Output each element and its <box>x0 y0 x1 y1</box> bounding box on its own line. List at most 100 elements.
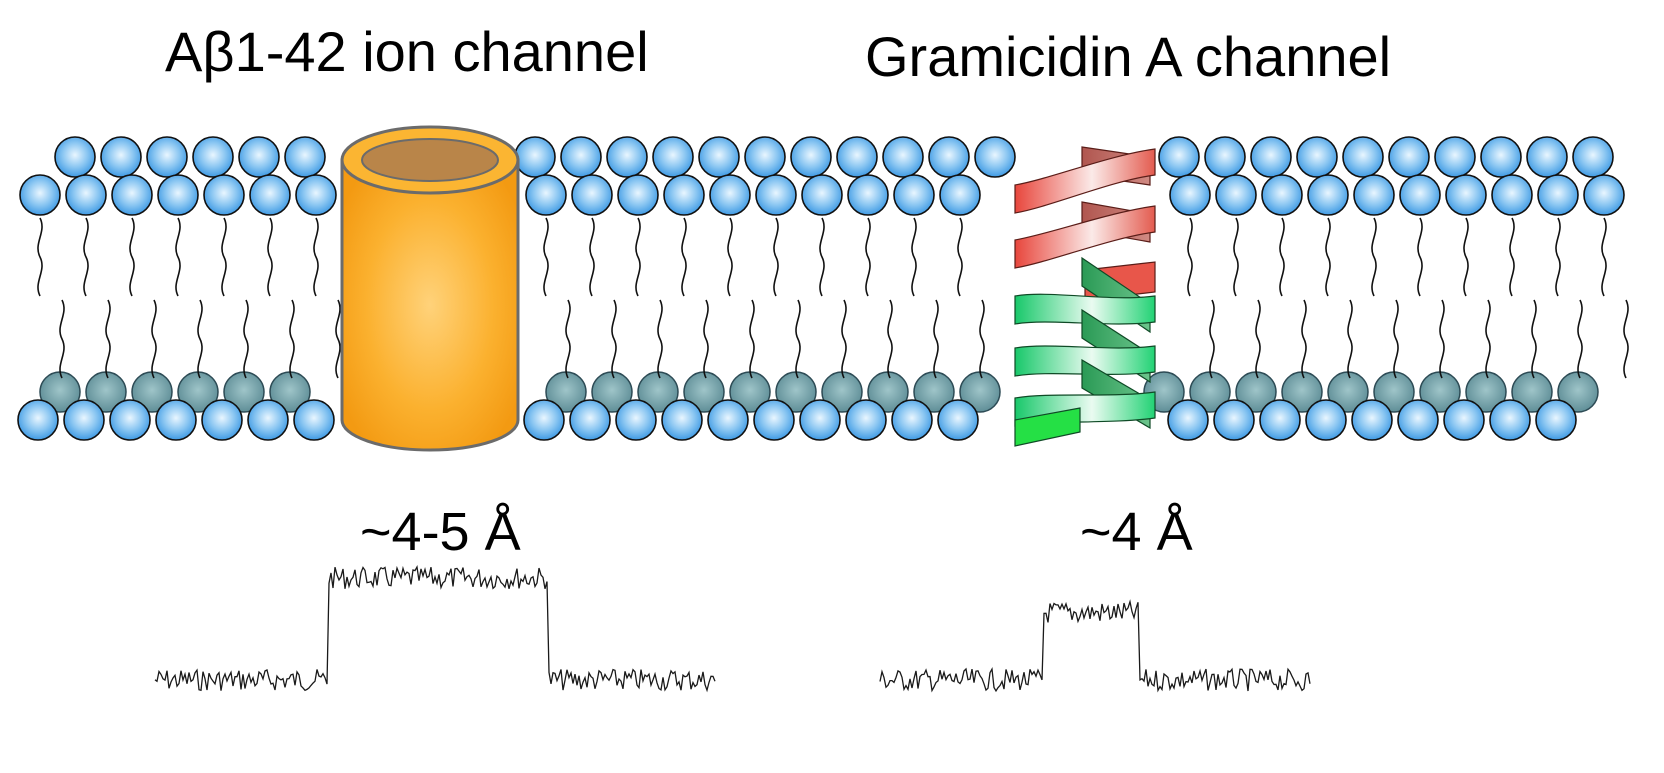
lipid-head <box>1307 174 1349 216</box>
lipid-head <box>1491 174 1533 216</box>
lipid-tail <box>703 299 709 379</box>
lipid-head <box>146 136 188 178</box>
helix-turn-red-front <box>1014 205 1156 269</box>
cylinder-pore <box>361 138 499 182</box>
lipid-head <box>1480 136 1522 178</box>
lipid-head <box>192 136 234 178</box>
lipid-tail <box>1417 217 1423 297</box>
lipid-tail <box>1301 299 1307 379</box>
lipid-head <box>1434 136 1476 178</box>
lipid-head <box>201 399 243 441</box>
helix-turn-green-front <box>1014 293 1156 325</box>
lipid-head <box>707 399 749 441</box>
lipid-head <box>111 174 153 216</box>
lipid-tail <box>635 217 641 297</box>
lipid-tail <box>911 217 917 297</box>
lipid-head <box>157 174 199 216</box>
lipid-tail <box>611 299 617 379</box>
lipid-head <box>799 399 841 441</box>
lipid-tail <box>681 217 687 297</box>
lipid-tail <box>1233 217 1239 297</box>
lipid-head <box>617 174 659 216</box>
lipid-head <box>939 174 981 216</box>
lipid-tail <box>543 217 549 297</box>
lipid-tail <box>933 299 939 379</box>
gramicidin-pore-size-label: ~4 Å <box>1080 502 1193 562</box>
lipid-head <box>755 174 797 216</box>
abeta-channel-title: Aβ1-42 ion channel <box>165 20 649 83</box>
lipid-head <box>1583 174 1625 216</box>
lipid-head <box>1537 174 1579 216</box>
lipid-head <box>569 399 611 441</box>
lipid-tail <box>1463 217 1469 297</box>
lipid-tail <box>83 217 89 297</box>
helix-turn-green-front <box>1014 345 1156 377</box>
lipid-head <box>709 174 751 216</box>
lipid-tail <box>819 217 825 297</box>
lipid-head <box>514 136 556 178</box>
lipid-head <box>100 136 142 178</box>
lipid-head <box>937 399 979 441</box>
gramicidin-helix <box>1014 146 1156 447</box>
lipid-tail <box>1209 299 1215 379</box>
lipid-head <box>525 174 567 216</box>
lipid-head <box>753 399 795 441</box>
abeta-channel-cylinder <box>340 125 520 452</box>
lipid-tail <box>221 217 227 297</box>
lipid-tail <box>335 299 341 379</box>
lipid-tail <box>727 217 733 297</box>
lipid-head <box>63 399 105 441</box>
gramicidin-current-trace <box>879 599 1311 693</box>
lipid-head <box>1353 174 1395 216</box>
lipid-tail <box>1485 299 1491 379</box>
lipid-tail <box>313 217 319 297</box>
lower-leaflet-lipid-heads <box>17 399 1577 441</box>
gramicidin-channel-title: Gramicidin A channel <box>865 25 1392 88</box>
lipid-head <box>928 136 970 178</box>
lipid-head <box>1445 174 1487 216</box>
lipid-head <box>1399 174 1441 216</box>
lipid-head <box>19 174 61 216</box>
lipid-head <box>54 136 96 178</box>
lower-back-lipid-heads <box>39 371 1599 413</box>
lipid-head <box>571 174 613 216</box>
lipid-head <box>1261 174 1303 216</box>
lipid-head <box>17 399 59 441</box>
lipid-head <box>615 399 657 441</box>
lipid-head <box>1158 136 1200 178</box>
lipid-head <box>560 136 602 178</box>
current-traces <box>154 565 1311 693</box>
lipid-head <box>845 399 887 441</box>
lipid-tail <box>957 217 963 297</box>
lipid-head <box>1489 399 1531 441</box>
cylinder-body <box>340 158 520 452</box>
lipid-head <box>284 136 326 178</box>
lipid-tail <box>59 299 65 379</box>
lipid-head <box>1213 399 1255 441</box>
lipid-tail <box>865 217 871 297</box>
lipid-head <box>1259 399 1301 441</box>
lipid-head <box>109 399 151 441</box>
lipid-tail <box>37 217 43 297</box>
lipid-tail <box>1531 299 1537 379</box>
upper-leaflet-lipid-heads <box>19 136 1625 216</box>
lipid-tail <box>105 299 111 379</box>
lipid-head <box>1526 136 1568 178</box>
lipid-head <box>744 136 786 178</box>
lipid-tail <box>1509 217 1515 297</box>
lipid-head <box>1250 136 1292 178</box>
lipid-head <box>295 174 337 216</box>
lipid-head <box>249 174 291 216</box>
lipid-tail <box>657 299 663 379</box>
lipid-tail <box>887 299 893 379</box>
lipid-tail <box>1555 217 1561 297</box>
lipid-head <box>801 174 843 216</box>
lipid-tail <box>175 217 181 297</box>
abeta-pore-size-label: ~4-5 Å <box>360 502 521 562</box>
lipid-head <box>847 174 889 216</box>
lipid-head <box>790 136 832 178</box>
lipid-tail <box>1325 217 1331 297</box>
abeta-current-trace <box>154 565 716 693</box>
